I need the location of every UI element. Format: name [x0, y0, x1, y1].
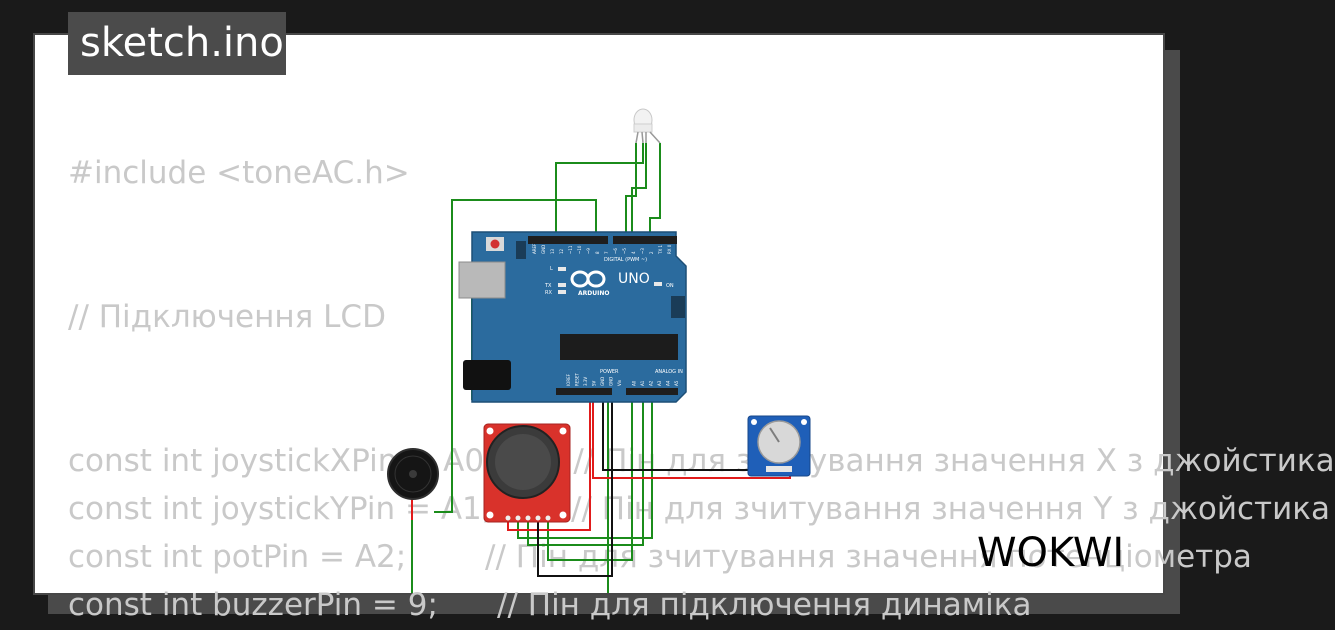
file-tab[interactable]: sketch.ino: [68, 12, 286, 75]
top-pin-label: 8: [595, 251, 600, 254]
bottom-pin-label: 3.3V: [583, 377, 588, 386]
usb-port: [458, 261, 506, 299]
arduino-logo: [570, 270, 606, 288]
circuit-diagram: DIGITAL (PWM ~) L TX RX UNO ARDUINO ON P…: [387, 108, 811, 593]
piezo-buzzer[interactable]: [387, 448, 439, 500]
arduino-uno-board[interactable]: DIGITAL (PWM ~) L TX RX UNO ARDUINO ON P…: [458, 231, 687, 403]
power-jack: [463, 360, 511, 390]
rx-led-label: RX: [545, 290, 552, 296]
bottom-pin-label: A3: [657, 380, 662, 386]
top-pin-label: 12: [559, 248, 564, 254]
bottom-pin-label: IOREF: [566, 373, 571, 386]
digital-header-right: [613, 236, 677, 244]
top-pin-label: GND: [541, 245, 546, 254]
top-pin-label: 4: [631, 251, 636, 254]
wires-red: [411, 392, 791, 531]
top-pin-label: ~5: [622, 248, 627, 254]
bottom-pin-label: Vin: [617, 379, 622, 386]
top-pin-label: TX 1: [658, 245, 663, 255]
digital-label: DIGITAL (PWM ~): [604, 257, 647, 263]
bottom-pin-label: A4: [666, 380, 671, 386]
top-pin-label: 2: [649, 251, 654, 254]
power-label: POWER: [600, 369, 619, 375]
bottom-pin-label: GND: [600, 377, 605, 386]
rgb-led[interactable]: [633, 108, 661, 144]
code-line-buzzer-pin: const int buzzerPin = 9; // Пін для підк…: [68, 587, 1032, 623]
bottom-pin-label: 5V: [592, 380, 597, 386]
wires-black: [537, 392, 770, 577]
wokwi-logo: WOKWI: [977, 530, 1124, 576]
l-led-label: L: [550, 266, 553, 272]
analog-joystick[interactable]: [483, 423, 571, 523]
code-line-pot-pin: const int potPin = A2; // Пін для зчитув…: [68, 539, 1252, 575]
bottom-pin-label: A1: [640, 380, 645, 386]
analog-label: ANALOG IN: [655, 369, 683, 375]
board-brand: ARDUINO: [578, 290, 609, 297]
bottom-pin-label: A0: [632, 380, 637, 386]
top-pin-label: ~3: [640, 248, 645, 254]
top-pin-label: ~11: [568, 245, 573, 254]
code-background: #include <toneAC.h> // Підключення LCD c…: [68, 35, 1335, 623]
reset-button[interactable]: [490, 239, 500, 249]
top-pin-label: RX 0: [667, 244, 672, 254]
wokwi-logo-text: WOKWI: [977, 530, 1124, 576]
top-pin-label: ~10: [577, 245, 582, 254]
top-pin-label: ~6: [613, 248, 618, 254]
analog-header: [626, 388, 678, 395]
top-pin-label: ~9: [586, 248, 591, 254]
top-pin-label: AREF: [532, 243, 537, 254]
bottom-pin-label: RESET: [575, 373, 580, 386]
bottom-pin-label: GND: [609, 377, 614, 386]
top-pin-label: 13: [550, 248, 555, 254]
tx-led-label: TX: [544, 283, 552, 289]
bottom-pin-label: A5: [674, 380, 679, 386]
bottom-pin-label: A2: [649, 380, 654, 386]
on-led-label: ON: [666, 283, 674, 289]
digital-header-left: [528, 236, 608, 244]
board-name: UNO: [618, 271, 650, 287]
code-line-lcd-comment: // Підключення LCD: [68, 299, 386, 335]
wires-green: [411, 143, 780, 593]
potentiometer[interactable]: [747, 415, 811, 477]
code-line-include: #include <toneAC.h>: [68, 155, 410, 191]
power-header: [556, 388, 612, 395]
top-pin-label: 7: [604, 251, 609, 254]
microcontroller-chip: [560, 334, 678, 360]
